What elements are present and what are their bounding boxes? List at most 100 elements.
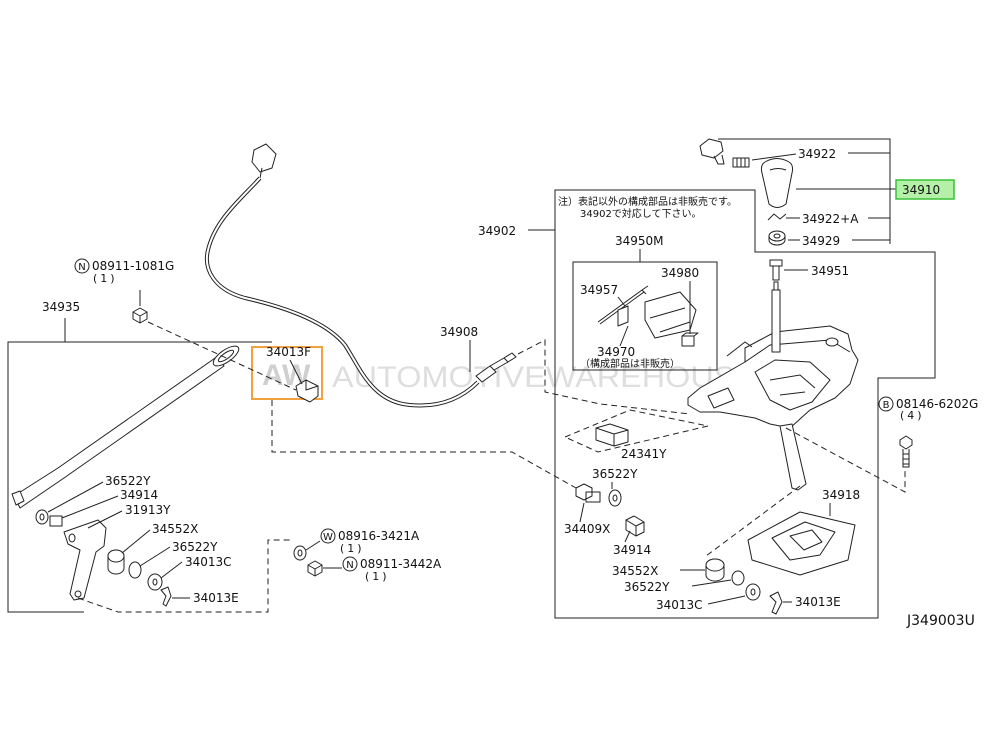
- knob-group-lines: [718, 138, 896, 244]
- rod-group-frame: [7, 341, 272, 613]
- shifter-pivot: [825, 337, 839, 347]
- watermark: AW AUTOMOTIVEWAREHOUSE: [251, 346, 757, 400]
- label-34929[interactable]: 34929: [802, 234, 840, 248]
- label-34950m[interactable]: 34950M: [615, 234, 664, 248]
- qty-08916-3421a: (1): [340, 542, 365, 555]
- label-34552x-left[interactable]: 34552X: [152, 522, 198, 536]
- label-34935[interactable]: 34935: [42, 300, 80, 314]
- nut-34929-hole: [773, 233, 781, 239]
- lever-31913y-drawing: [63, 519, 107, 601]
- label-34922[interactable]: 34922: [798, 147, 836, 161]
- washer-36522y-a-hole: [612, 494, 618, 502]
- leader-34957: [617, 296, 626, 307]
- washer-34013c-right-drawing: [745, 583, 761, 601]
- label-34918[interactable]: 34918: [822, 488, 860, 502]
- cable-connector-top: [251, 143, 277, 179]
- dashed-lever-to-washer: [77, 539, 292, 613]
- washer-36522y-b-drawing: [731, 570, 745, 586]
- leader-34013f: [289, 359, 303, 385]
- grommet-34552x-left-top: [107, 549, 125, 563]
- knob-highlight-line: [769, 168, 787, 171]
- bushing-34914-drawing: [625, 515, 645, 537]
- clip-34013f-drawing: [295, 379, 319, 403]
- label-34980[interactable]: 34980: [661, 266, 699, 280]
- clip-34013e-left-drawing: [160, 586, 172, 607]
- dashed-shifter-to-bolt: [785, 427, 906, 493]
- cable-core: [205, 177, 479, 407]
- note-line-2: 34902で対応して下さい。: [580, 207, 702, 220]
- clip-34980-drawing: [681, 332, 699, 347]
- leader-08916-3421a: [305, 540, 321, 551]
- shifter-gate-detail: [769, 374, 816, 396]
- spring-34922a-drawing: [767, 213, 787, 221]
- rod-34935-eye: [212, 345, 240, 367]
- rod-34935-drawing: [13, 355, 225, 509]
- label-34910[interactable]: 34910: [902, 183, 940, 197]
- label-34957[interactable]: 34957: [580, 283, 618, 297]
- label-34013e-left[interactable]: 34013E: [193, 591, 239, 605]
- watermark-badge-frame: [251, 346, 323, 400]
- label-34013c-right[interactable]: 34013C: [656, 598, 703, 612]
- watermark-text: AUTOMOTIVEWAREHOUSE: [332, 361, 757, 394]
- nut-08911-1081g-drawing: [132, 307, 148, 324]
- nut-08911-3442a-drawing: [307, 560, 323, 577]
- washer-34013c-right-hole: [750, 588, 756, 596]
- label-34409x[interactable]: 34409X: [564, 522, 610, 536]
- label-34951[interactable]: 34951: [811, 264, 849, 278]
- label-34902[interactable]: 34902: [478, 224, 516, 238]
- knob-bracket-line: [718, 138, 891, 244]
- clip-34013e-right-drawing: [769, 591, 783, 615]
- label-36522y-left-a[interactable]: 36522Y: [105, 474, 151, 488]
- cable-34908-drawing: [204, 143, 517, 408]
- rod-34935-eye-hole: [217, 349, 235, 363]
- rod-34935-end: [11, 490, 25, 506]
- label-34970[interactable]: 34970: [597, 345, 635, 359]
- label-24341y[interactable]: 24341Y: [621, 447, 667, 461]
- nut-34929-top: [768, 230, 786, 242]
- leader-36522y-b: [691, 579, 732, 587]
- label-08911-1081g[interactable]: 08911-1081G: [92, 259, 174, 273]
- label-08916-3421a[interactable]: 08916-3421A: [338, 529, 420, 543]
- washer-36522y-left-a-drawing: [35, 509, 49, 525]
- subkit-note: （構成部品は非販売）: [580, 357, 680, 370]
- label-34013f[interactable]: 34013F: [266, 345, 311, 359]
- label-34013e-right[interactable]: 34013E: [795, 595, 841, 609]
- bracket-34970-drawing: [644, 291, 697, 339]
- label-36522y-right-a[interactable]: 36522Y: [592, 467, 638, 481]
- label-08146-6202g[interactable]: 08146-6202G: [896, 397, 978, 411]
- knob-34910-drawing: [760, 158, 794, 208]
- label-34908[interactable]: 34908: [440, 325, 478, 339]
- label-31913y[interactable]: 31913Y: [125, 503, 171, 517]
- pin-34409x-drawing: [575, 483, 601, 503]
- label-34013c-left[interactable]: 34013C: [185, 555, 232, 569]
- bolt-34951-drawing: [769, 259, 783, 281]
- label-36522y-left-b[interactable]: 36522Y: [172, 540, 218, 554]
- bushing-34914-left-drawing: [49, 515, 63, 527]
- label-34552x-right[interactable]: 34552X: [612, 564, 658, 578]
- leader-34970: [619, 325, 629, 347]
- label-34914-left[interactable]: 34914: [120, 488, 158, 502]
- drawing-code: J349003U: [906, 613, 975, 629]
- assembly-34902-frame: [554, 189, 936, 619]
- mark-b: B: [883, 400, 890, 411]
- dashed-clip-to-pin: [271, 400, 577, 489]
- leader-34409x: [579, 502, 585, 523]
- knob-group-parts: [699, 138, 794, 246]
- shifter-assembly-drawing: [687, 281, 859, 491]
- left-leaders: [47, 481, 190, 599]
- label-08911-3442a[interactable]: 08911-3442A: [360, 557, 442, 571]
- note-line-1: 注）表記以外の構成部品は非販売です。: [558, 195, 737, 208]
- cable-end-fitting: [475, 352, 517, 383]
- cap-24341y-drawing: [595, 423, 629, 447]
- lever-31913y-hole-top: [68, 533, 76, 543]
- shifter-gate: [754, 359, 831, 411]
- grommet-34552x-top: [705, 558, 725, 572]
- label-34922a[interactable]: 34922+A: [802, 212, 859, 226]
- washer-36522y-left-a-hole: [39, 513, 45, 521]
- label-34914-right[interactable]: 34914: [613, 543, 651, 557]
- screw-34922-drawing: [732, 157, 750, 168]
- assembly-dashed-lines: [77, 321, 906, 613]
- mark-circle-n-bottom: [342, 556, 358, 572]
- label-36522y-right-b[interactable]: 36522Y: [624, 580, 670, 594]
